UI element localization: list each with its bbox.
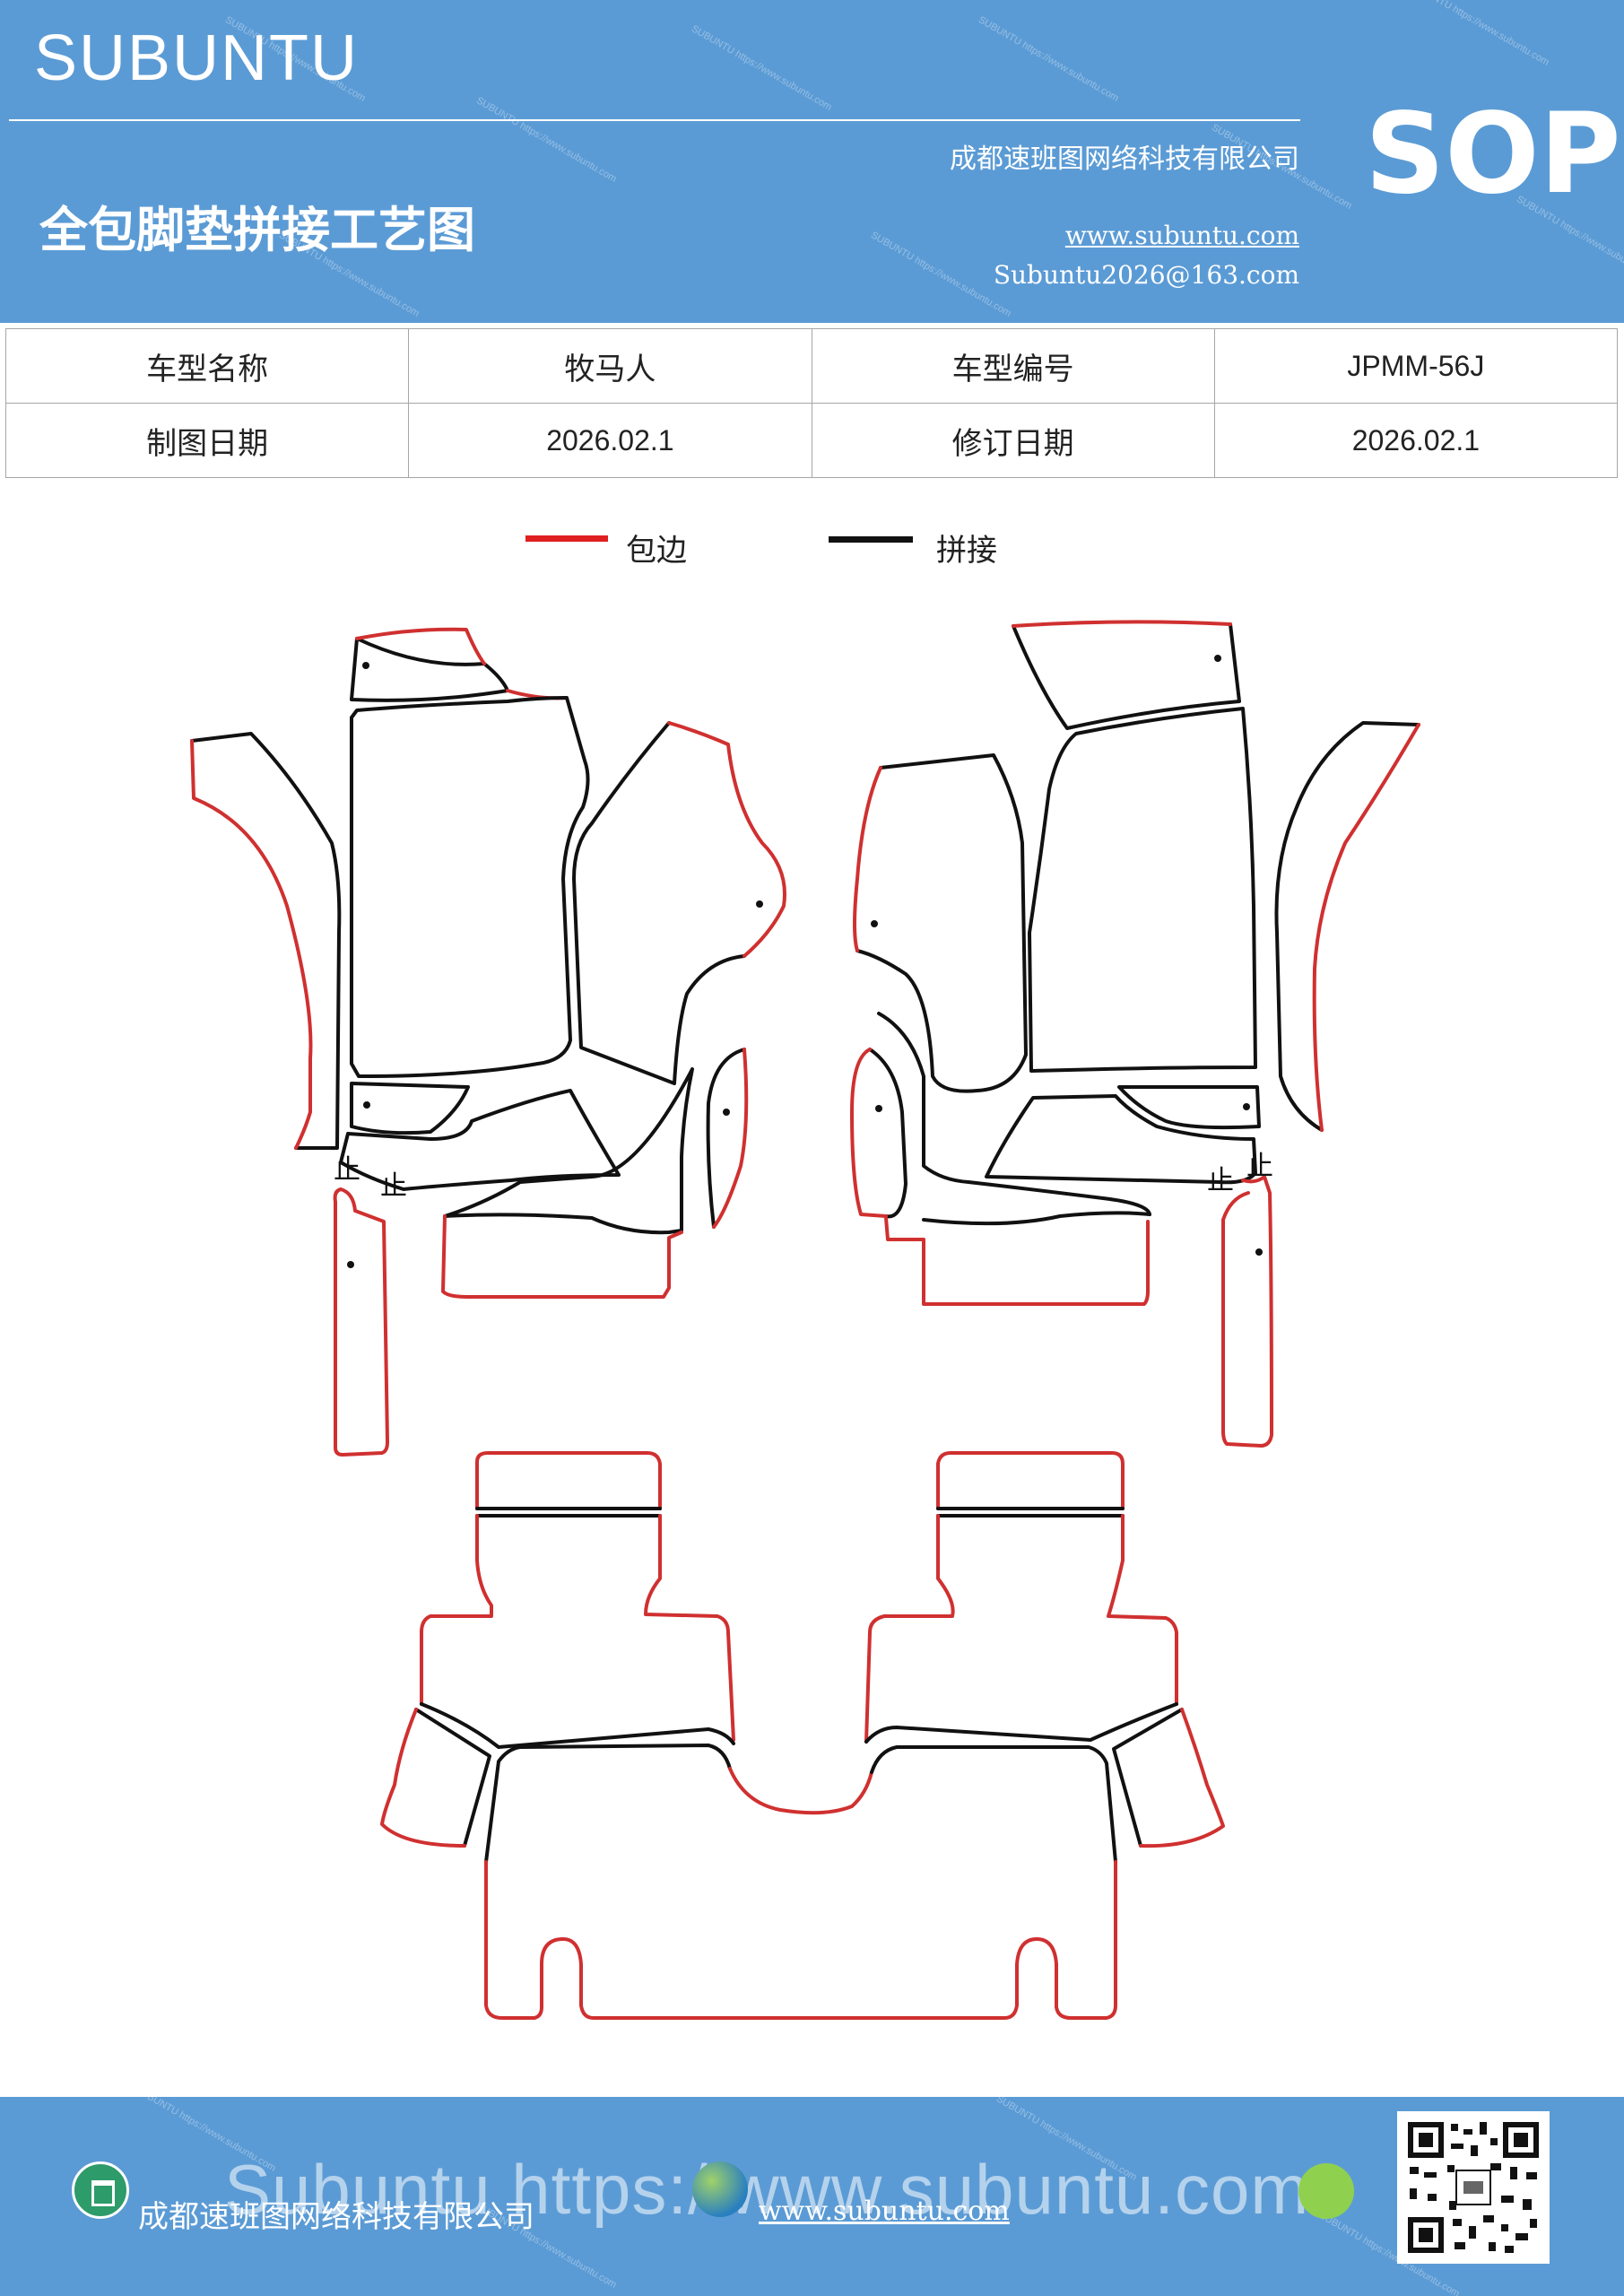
model-name-value: 牧马人 <box>408 328 812 404</box>
mat-piece <box>855 753 1028 1093</box>
legend-edge-label: 包边 <box>626 533 687 569</box>
mat-piece <box>868 1048 908 1219</box>
website-link[interactable]: www.subuntu.com <box>1064 221 1299 250</box>
model-code-label: 车型编号 <box>811 328 1215 404</box>
revision-date-label: 修订日期 <box>811 403 1215 478</box>
revision-date-value: 2026.02.1 <box>1213 403 1619 478</box>
mat-piece-edge <box>1107 1514 1178 1706</box>
mat-piece <box>985 1094 1257 1185</box>
mat-piece-edge <box>936 1451 1125 1510</box>
mat-piece-edge <box>380 1708 466 1848</box>
header-divider <box>9 119 1300 121</box>
sop-badge: SOP <box>1365 90 1621 219</box>
mat-piece-edge <box>644 1514 735 1742</box>
mat-piece-edge <box>1312 723 1420 1132</box>
wechat-icon <box>1298 2163 1354 2219</box>
hole-marker <box>1255 1248 1263 1256</box>
mat-piece <box>190 732 342 1150</box>
mat-piece-edge <box>864 1514 955 1744</box>
mat-piece <box>414 1708 491 1848</box>
page-header: SUBUNTU https://www.subuntu.com SUBUNTU … <box>0 0 1624 323</box>
hole-marker <box>756 900 763 908</box>
mat-piece <box>877 1012 1151 1216</box>
mat-piece <box>706 1048 746 1229</box>
mat-piece-edge <box>333 1187 389 1457</box>
page-title: 全包脚垫拼接工艺图 <box>39 202 475 258</box>
mat-piece <box>1274 721 1420 1132</box>
mat-piece-edge <box>190 739 313 1150</box>
mat-piece-edge <box>667 721 786 958</box>
legend-edge-swatch <box>525 535 608 542</box>
mat-piece-edge <box>850 1048 888 1218</box>
hole-marker <box>347 1261 354 1268</box>
stop-mark: 止 <box>1207 1165 1234 1196</box>
mat-piece <box>350 696 590 1078</box>
mat-piece <box>1028 707 1257 1073</box>
qr-code-icon <box>1404 2118 1542 2257</box>
mat-piece <box>572 721 746 1085</box>
legend-seam-label: 拼接 <box>936 533 997 569</box>
mat-piece <box>1117 1085 1261 1130</box>
mat-piece <box>922 1211 1151 1226</box>
mat-piece-edge <box>853 766 882 952</box>
page-footer: SUBUNTU https://www.subuntu.com SUBUNTU … <box>0 2097 1624 2296</box>
hole-marker <box>1243 1103 1250 1110</box>
vehicle-info-table: 车型名称 牧马人 车型编号 JPMM-56J 制图日期 2026.02.1 修订… <box>4 328 1619 478</box>
stop-mark: 止 <box>1246 1151 1273 1182</box>
mat-piece <box>484 1744 732 1864</box>
model-name-label: 车型名称 <box>4 328 410 404</box>
table-row: 制图日期 2026.02.1 修订日期 2026.02.1 <box>4 403 1619 478</box>
mat-piece <box>350 1082 470 1135</box>
hole-marker <box>363 1101 370 1109</box>
mat-piece <box>350 637 509 702</box>
mat-piece-edge <box>1012 620 1232 628</box>
mat-piece <box>870 1745 1117 1864</box>
model-code-value: JPMM-56J <box>1213 328 1619 404</box>
mat-piece-edge <box>884 1216 1150 1306</box>
hole-marker <box>723 1109 730 1116</box>
hole-marker <box>871 920 878 927</box>
mat-piece-edge <box>355 627 486 665</box>
draw-date-value: 2026.02.1 <box>408 403 812 478</box>
mat-piece <box>420 1702 735 1749</box>
mat-piece-edge <box>728 1767 873 1815</box>
mat-piece-edge <box>1139 1708 1225 1848</box>
mat-piece-edge <box>441 1214 683 1299</box>
hole-marker <box>875 1105 882 1112</box>
mat-piece-edge <box>1221 1175 1273 1448</box>
draw-date-label: 制图日期 <box>4 403 410 478</box>
hole-marker <box>362 662 369 669</box>
mat-piece-edge <box>484 1860 1117 2020</box>
mat-piece-edge <box>712 1048 749 1229</box>
mat-piece-edge <box>475 1451 662 1510</box>
footer-company-name: 成都速班图网络科技有限公司 <box>138 2199 534 2235</box>
footer-watermark-text: Subuntu https://www.subuntu.com <box>224 2150 1310 2229</box>
footer-website-link[interactable]: www.subuntu.com <box>759 2196 1010 2227</box>
mat-piece <box>443 1067 694 1235</box>
globe-icon <box>692 2161 748 2217</box>
legend-seam-swatch <box>829 536 913 543</box>
home-icon <box>72 2161 129 2219</box>
mat-piece <box>1112 1708 1184 1848</box>
table-row: 车型名称 牧马人 车型编号 JPMM-56J <box>4 328 1619 404</box>
hole-marker <box>1214 655 1221 662</box>
qr-code <box>1397 2111 1550 2264</box>
email-address: Subuntu2026@163.com <box>993 260 1299 290</box>
mat-piece <box>1012 622 1241 730</box>
mat-piece-edge <box>420 1514 493 1706</box>
mat-piece <box>339 1089 621 1191</box>
brand-logo: SUBUNTU <box>34 22 360 94</box>
company-name: 成都速班图网络科技有限公司 <box>950 144 1299 175</box>
mat-piece <box>864 1702 1178 1744</box>
stop-mark: 止 <box>334 1154 360 1186</box>
stop-mark: 止 <box>380 1170 407 1202</box>
